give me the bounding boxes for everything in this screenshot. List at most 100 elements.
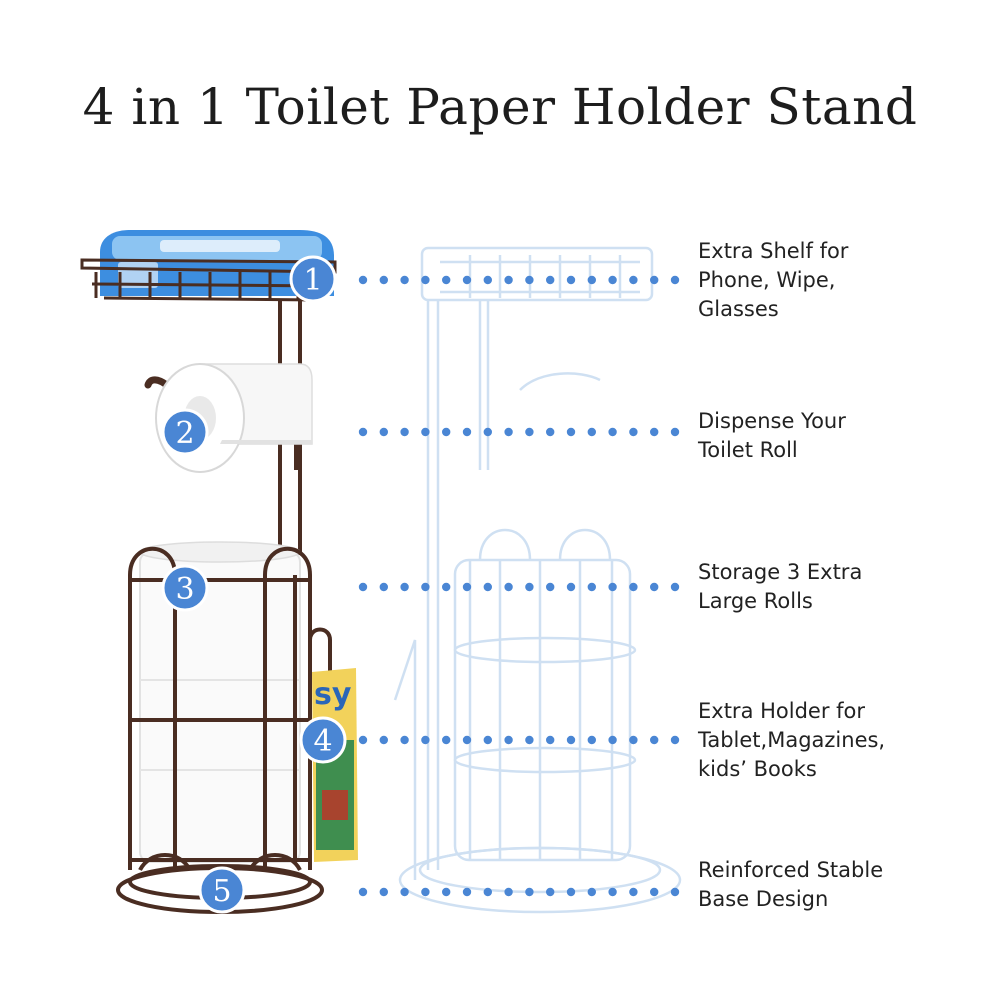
badge-1-number: 1 [303, 263, 322, 298]
leader-dot [546, 735, 555, 745]
badge-3: 3 [161, 564, 209, 612]
leader-dot [546, 275, 555, 285]
leader-dot [670, 887, 680, 897]
leader-dot [462, 275, 472, 285]
leader-line-1 [358, 275, 680, 285]
leader-dot [587, 427, 596, 437]
leader-line-2 [358, 427, 680, 437]
magazine-holder: sy [308, 627, 358, 870]
leader-dot [525, 582, 534, 592]
leader-dot [629, 582, 638, 592]
leader-dot [483, 735, 492, 745]
leader-line-5 [358, 887, 680, 897]
leader-dot [442, 275, 451, 285]
leader-dot [629, 735, 638, 745]
leader-dot [650, 275, 659, 285]
leader-dot [525, 275, 534, 285]
leader-dot [421, 427, 430, 437]
leader-dot [629, 275, 638, 285]
leader-dot [587, 275, 596, 285]
leader-dot [504, 887, 513, 897]
badge-4: 4 [299, 716, 347, 764]
leader-dot [379, 582, 388, 592]
leader-dot [421, 735, 430, 745]
leader-dot [421, 887, 430, 897]
leader-dot [483, 582, 492, 592]
badge-5-number: 5 [212, 874, 231, 909]
leader-dot [587, 582, 596, 592]
badge-4-number: 4 [313, 724, 332, 759]
leader-dot [608, 887, 617, 897]
leader-dot [379, 275, 388, 285]
leader-dot [358, 887, 368, 897]
feature-3-text: Storage 3 Extra Large Rolls [698, 560, 863, 613]
stand-outline-drawing [393, 246, 682, 914]
leader-dot [504, 582, 513, 592]
feature-1-text: Extra Shelf for Phone, Wipe, Glasses [698, 239, 849, 321]
leader-dot [566, 275, 576, 285]
feature-5-text: Reinforced Stable Base Design [698, 858, 884, 911]
leader-dot [587, 735, 596, 745]
leader-dot [525, 735, 534, 745]
leader-dot [566, 427, 576, 437]
leader-dot [442, 735, 451, 745]
leader-dot [670, 582, 680, 592]
badge-2: 2 [161, 408, 209, 456]
leader-dot [525, 427, 534, 437]
leader-dot [442, 582, 451, 592]
leader-dot [587, 887, 596, 897]
leader-dot [358, 275, 368, 285]
leader-dot [650, 427, 659, 437]
leader-dot [566, 735, 576, 745]
leader-dot [462, 887, 472, 897]
leader-dot [379, 427, 388, 437]
leader-dot [670, 275, 680, 285]
leader-dot [629, 887, 638, 897]
book-cover: sy [312, 668, 358, 862]
leader-dot [400, 275, 409, 285]
badge-1: 1 [289, 255, 337, 303]
leader-dot [421, 582, 430, 592]
leader-dot [379, 735, 388, 745]
leader-dot [670, 427, 680, 437]
leader-dots [358, 275, 680, 897]
leader-dot [525, 887, 534, 897]
book-cover-text: sy [314, 677, 352, 712]
leader-dot [400, 427, 409, 437]
leader-dot [504, 275, 513, 285]
leader-dot [670, 735, 680, 745]
page-title: 4 in 1 Toilet Paper Holder Stand [82, 78, 918, 136]
badge-5: 5 [198, 866, 246, 914]
leader-dot [421, 275, 430, 285]
leader-dot [608, 582, 617, 592]
leader-dot [483, 427, 492, 437]
leader-dot [566, 582, 576, 592]
leader-dot [462, 427, 472, 437]
badge-2-number: 2 [175, 416, 194, 451]
leader-dot [379, 887, 388, 897]
leader-dot [462, 582, 472, 592]
leader-dot [483, 275, 492, 285]
storage-toilet-rolls [139, 541, 301, 863]
leader-line-3 [358, 582, 680, 592]
leader-dot [400, 887, 409, 897]
leader-dot [483, 887, 492, 897]
feature-4-text: Extra Holder for Tablet,Magazines, kids’… [698, 699, 886, 781]
leader-dot [546, 582, 555, 592]
leader-dot [358, 735, 368, 745]
leader-dot [650, 582, 659, 592]
leader-dot [546, 427, 555, 437]
leader-dot [608, 735, 617, 745]
leader-dot [442, 427, 451, 437]
leader-dot [566, 887, 576, 897]
leader-dot [442, 887, 451, 897]
toilet-paper-stand: sy [80, 230, 358, 914]
leader-dot [400, 582, 409, 592]
leader-line-4 [358, 735, 680, 745]
leader-dot [504, 427, 513, 437]
leader-dot [504, 735, 513, 745]
leader-dot [629, 427, 638, 437]
leader-dot [608, 275, 617, 285]
leader-dot [400, 735, 409, 745]
